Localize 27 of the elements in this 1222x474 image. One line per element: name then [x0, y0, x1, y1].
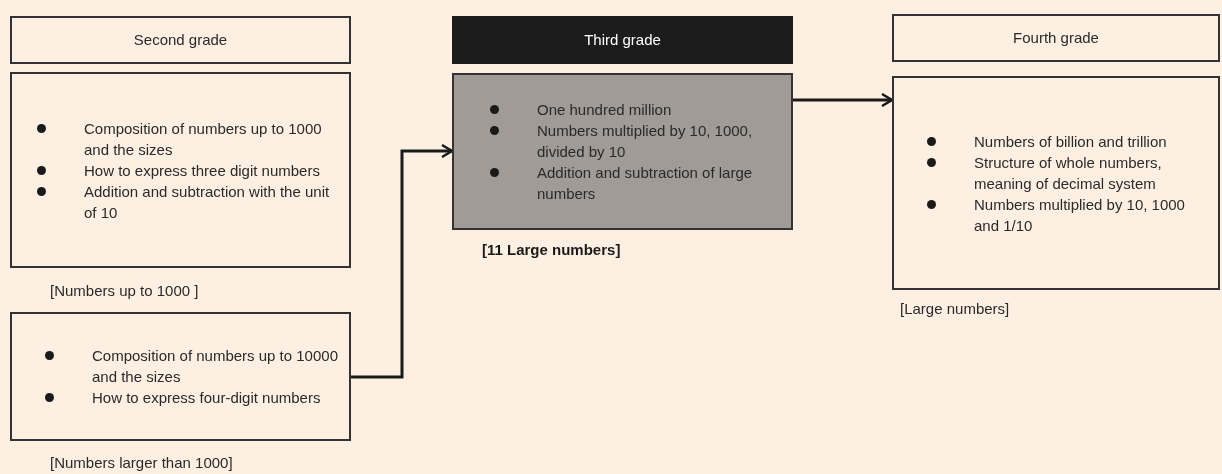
- topic-text: Numbers multiplied by 10, 1000 and 1/10: [974, 194, 1186, 236]
- topic-text: Composition of numbers up to 1000 and the sizes: [84, 118, 323, 160]
- grade-title: Third grade: [583, 29, 662, 50]
- topic-text: Addition and subtraction with the unit of 10: [84, 181, 331, 223]
- topic-text: How to express four-digit numbers: [92, 388, 322, 408]
- topic-text: One hundred million: [537, 100, 673, 120]
- grade-header-box: [452, 16, 793, 64]
- topic-text: Composition of numbers up to 10000 and the sizes: [92, 346, 339, 387]
- grade-header-box: [10, 16, 351, 64]
- topic-list-box: [452, 73, 793, 230]
- topic-text: How to express three digit numbers: [84, 160, 321, 181]
- topic-text: Addition and subtraction of large numbers: [537, 163, 754, 204]
- topic-list-box: [10, 312, 351, 441]
- grade-title: Second grade: [132, 29, 229, 50]
- topic-text: Numbers of billion and trillion: [974, 131, 1168, 152]
- connector-arrow: [351, 143, 454, 379]
- connector-arrow: [793, 92, 894, 108]
- unit-caption: [Large numbers]: [900, 299, 1010, 319]
- grade-title: Fourth grade: [1012, 27, 1100, 48]
- unit-caption: [11 Large numbers]: [482, 240, 621, 260]
- unit-caption: [Numbers up to 1000 ]: [50, 281, 199, 301]
- topic-text: Numbers multiplied by 10, 1000, divided by 10: [537, 121, 754, 162]
- topic-list-box: [892, 76, 1220, 290]
- grade-header-box: [892, 14, 1220, 62]
- unit-caption: [Numbers larger than 1000]: [50, 453, 233, 473]
- topic-text: Structure of whole numbers, meaning of decimal system: [974, 152, 1163, 194]
- topic-list-box: [10, 72, 351, 268]
